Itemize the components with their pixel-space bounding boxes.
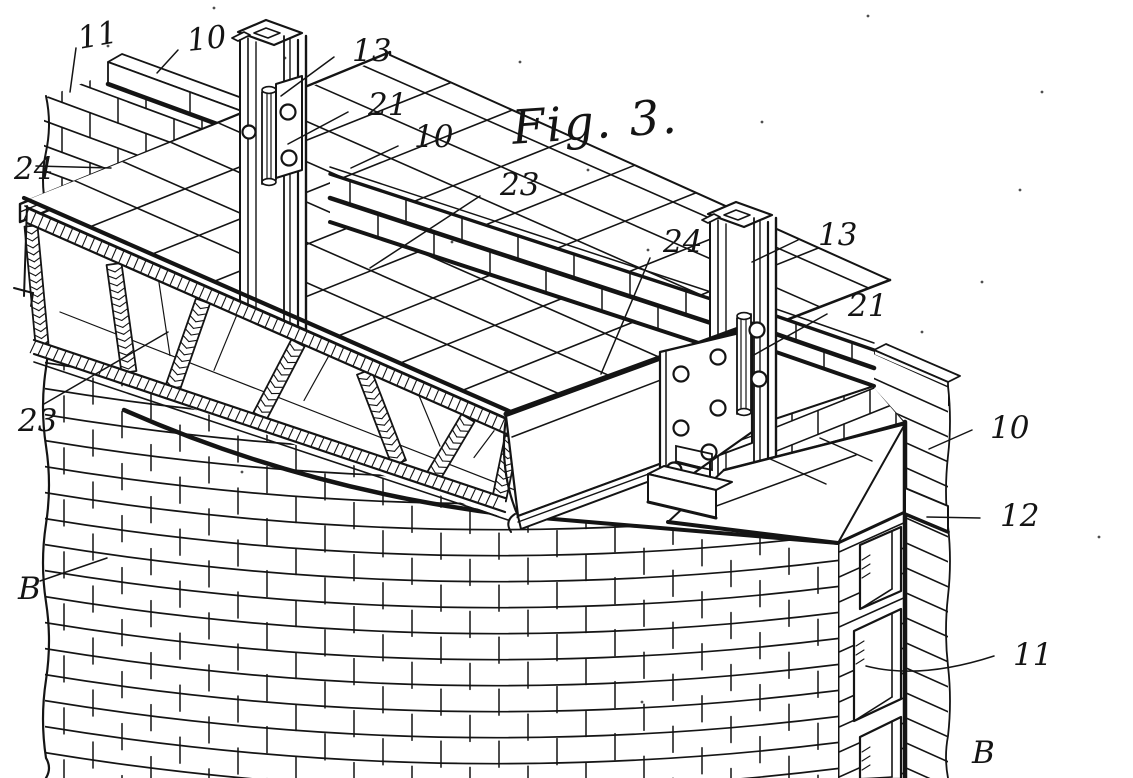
parapet-coping bbox=[773, 308, 877, 388]
figure-caption: Fig. 3. bbox=[509, 89, 680, 156]
clamp-plate-left bbox=[241, 75, 303, 187]
clamp-plate-right bbox=[736, 311, 768, 417]
ref-12-right: 12 bbox=[1000, 498, 1039, 534]
cavity-recess bbox=[858, 525, 903, 611]
ref-10-top-left: 10 bbox=[185, 19, 228, 59]
ref-24-left: 24 bbox=[13, 151, 53, 187]
ref-13-right: 13 bbox=[818, 217, 857, 253]
cavity-recess bbox=[852, 607, 903, 723]
ref-11-top-left: 11 bbox=[75, 14, 120, 56]
truss-top-chord bbox=[22, 206, 529, 445]
ref-24-right: 24 bbox=[662, 224, 702, 260]
ledge-corner-strip bbox=[903, 487, 950, 534]
ref-21-left: 21 bbox=[367, 87, 407, 123]
ref-b-right: B bbox=[971, 735, 995, 771]
ref-23-left: 23 bbox=[17, 403, 57, 439]
ref-b-left: B bbox=[17, 571, 41, 607]
truss-web-strut bbox=[425, 413, 476, 482]
ref-21-right: 21 bbox=[847, 288, 887, 324]
ref-10-right: 10 bbox=[990, 410, 1029, 446]
open-web-truss bbox=[13, 195, 530, 522]
truss-bottom-chord bbox=[29, 338, 507, 514]
bearing-ledge bbox=[666, 422, 907, 545]
girder bbox=[502, 321, 755, 533]
cavity-recess bbox=[858, 715, 903, 778]
upper-wall-course-band bbox=[327, 166, 717, 350]
ref-23-top: 23 bbox=[499, 167, 539, 203]
ref-13-left: 13 bbox=[352, 33, 391, 69]
brick-block-on-ledge bbox=[646, 465, 733, 520]
ref-10-middle: 10 bbox=[414, 119, 453, 155]
ref-11-right: 11 bbox=[1013, 637, 1052, 673]
